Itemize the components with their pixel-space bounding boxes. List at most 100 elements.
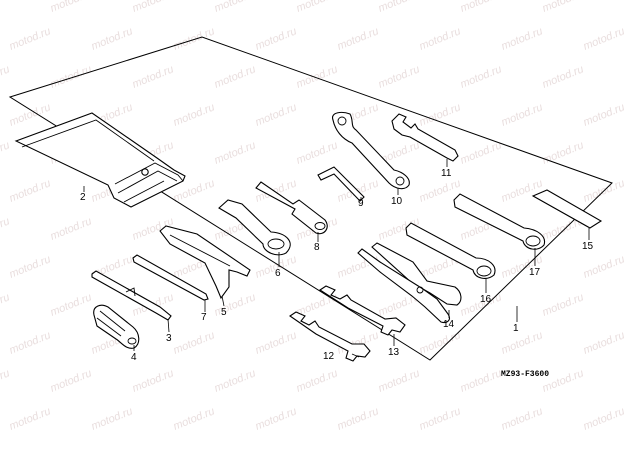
tool-bag [14, 112, 186, 208]
watermark-text: motod.ru [131, 63, 176, 90]
watermark-text: motod.ru [213, 0, 258, 15]
ring-wrench [331, 111, 410, 190]
watermark-text: motod.ru [582, 101, 625, 128]
watermark-text: motod.ru [254, 25, 299, 52]
watermark-text: motod.ru [377, 367, 422, 394]
watermark-text: motod.ru [213, 63, 258, 90]
watermark-text: motod.ru [459, 367, 504, 394]
watermark-text: motod.ru [336, 405, 381, 432]
watermark-text: motod.ru [8, 253, 53, 280]
watermark-text: motod.ru [541, 63, 586, 90]
watermark-text: motod.ru [336, 25, 381, 52]
open-end-wrench [391, 113, 459, 162]
watermark-text: motod.ru [8, 101, 53, 128]
watermark-text: motod.ru [213, 367, 258, 394]
watermark-text: motod.ru [8, 405, 53, 432]
watermark-text: motod.ru [90, 405, 135, 432]
callout-13: 13 [388, 347, 400, 358]
callout-8: 8 [314, 242, 320, 253]
callout-4: 4 [131, 352, 137, 363]
callout-1: 1 [513, 323, 519, 334]
watermark-text: motod.ru [500, 405, 545, 432]
watermark-text: motod.ru [541, 0, 586, 15]
watermark-text: motod.ru [49, 215, 94, 242]
callout-labels: 2 3 4 5 6 7 8 9 10 11 12 13 14 15 16 17 … [80, 168, 594, 363]
watermark-text: motod.ru [295, 63, 340, 90]
watermark-text: motod.ru [0, 215, 11, 242]
watermark-text: motod.ru [8, 329, 53, 356]
watermark-text: motod.ru [582, 329, 625, 356]
watermark-text: motod.ru [541, 291, 586, 318]
watermark-text: motod.ru [254, 177, 299, 204]
pliers [357, 242, 462, 324]
watermark-text: motod.ru [418, 101, 463, 128]
handle-lever [159, 225, 251, 300]
callout-7: 7 [201, 312, 207, 323]
hex-wrench [317, 166, 365, 202]
watermark-text: motod.ru [49, 291, 94, 318]
callout-11: 11 [441, 168, 452, 179]
watermark-text: motod.ru [459, 0, 504, 15]
callout-15: 15 [582, 241, 594, 252]
watermark-text: motod.ru [418, 25, 463, 52]
watermark-text: motod.ru [582, 253, 625, 280]
watermark-text: motod.ru [377, 63, 422, 90]
tool-set-outline [8, 36, 613, 361]
watermark-text: motod.ru [459, 139, 504, 166]
watermark-text: motod.ru [0, 139, 11, 166]
watermark-text: motod.ru [49, 0, 94, 15]
ring-spanner [405, 222, 496, 279]
watermark-text: motod.ru [582, 405, 625, 432]
watermark-text: motod.ru [131, 0, 176, 15]
watermark-text: motod.ru [0, 367, 11, 394]
watermark-text: motod.ru [418, 329, 463, 356]
watermark-text: motod.ru [500, 101, 545, 128]
grip [531, 189, 603, 229]
watermark-text: motod.ru [254, 329, 299, 356]
callout-5: 5 [221, 307, 227, 318]
watermark-text: motod.ru [295, 0, 340, 15]
watermark-text: motod.ru [295, 367, 340, 394]
callout-6: 6 [275, 268, 281, 279]
watermark-text: motod.ru [49, 367, 94, 394]
large-ring-spanner [453, 193, 546, 250]
watermark-text: motod.ru [0, 291, 11, 318]
callout-17: 17 [529, 267, 541, 278]
watermark-text: motod.ru [0, 0, 11, 15]
watermark-text: motod.ru [582, 25, 625, 52]
watermark-text: motod.ru [377, 0, 422, 15]
watermark-text: motod.ru [131, 367, 176, 394]
pin-spanner [132, 254, 209, 301]
watermark-text: motod.ru [500, 177, 545, 204]
watermark-text: motod.ru [0, 63, 11, 90]
watermark-text: motod.ru [172, 405, 217, 432]
callout-14: 14 [443, 319, 455, 330]
callout-9: 9 [358, 198, 364, 209]
watermark-text: motod.ru [49, 63, 94, 90]
open-end-wrench-12 [289, 311, 371, 362]
drawing-code: MZ93-F3600 [501, 370, 549, 379]
watermark-text: motod.ru [213, 139, 258, 166]
watermark-text: motod.ru [213, 291, 258, 318]
watermark-text: motod.ru [295, 139, 340, 166]
watermark-text: motod.ru [254, 101, 299, 128]
leader-lines [83, 159, 590, 358]
callout-2: 2 [80, 192, 86, 203]
watermark-text: motod.ru [172, 101, 217, 128]
box-end-wrench [218, 199, 291, 256]
watermark-text: motod.ru [90, 25, 135, 52]
callout-10: 10 [391, 196, 403, 207]
screwdriver-shaft [91, 270, 172, 321]
callout-3: 3 [166, 333, 172, 344]
screwdriver-grip [93, 304, 140, 349]
watermark-text: motod.ru [500, 25, 545, 52]
watermark-text: motod.ru [459, 63, 504, 90]
callout-12: 12 [323, 351, 335, 362]
watermark-text: motod.ru [172, 329, 217, 356]
box-wrench [255, 181, 328, 235]
watermark-text: motod.ru [8, 177, 53, 204]
watermark-text: motod.ru [8, 25, 53, 52]
watermark-text: motod.ru [541, 139, 586, 166]
